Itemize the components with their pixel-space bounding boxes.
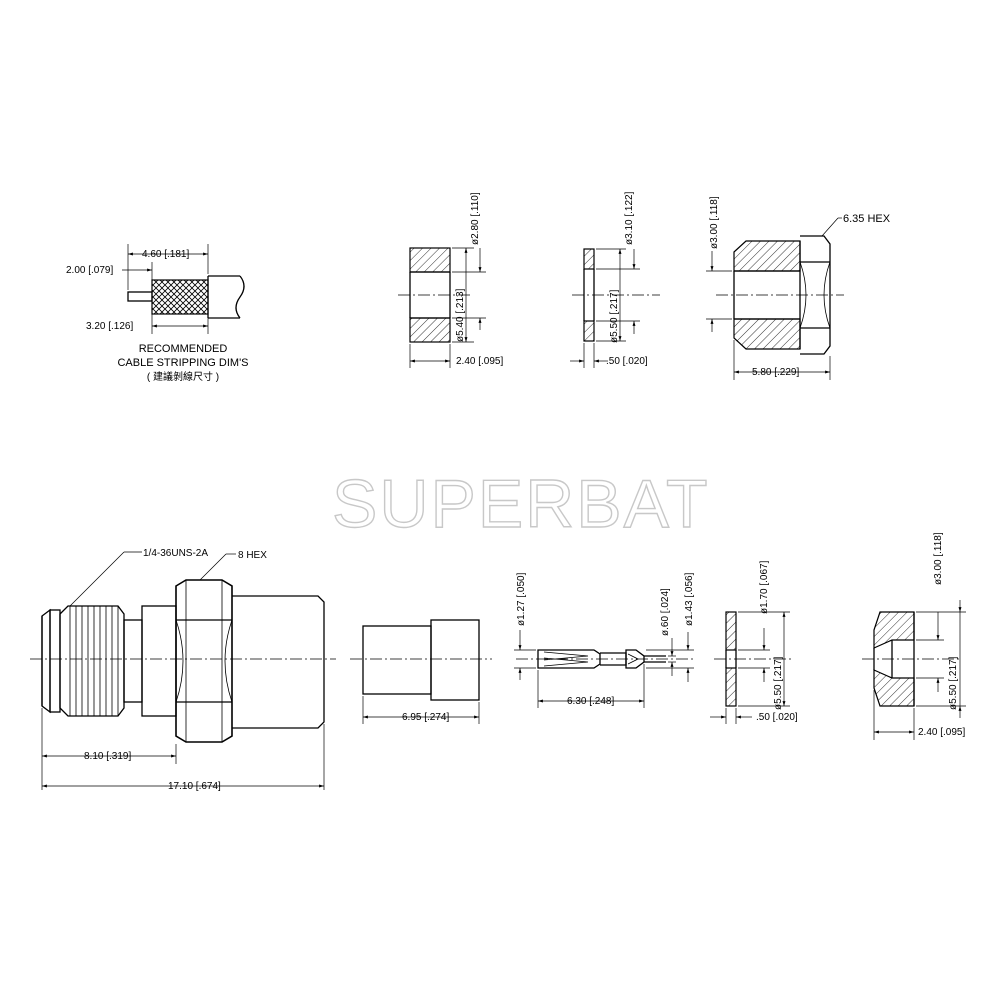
washer-top-dia-outer: ø5.50 [.217]	[609, 289, 620, 343]
insulator-dia-outer: ø5.50 [.217]	[948, 656, 959, 710]
body-dim-17-10: 17.10 [.674]	[168, 781, 221, 792]
thread-lines	[69, 606, 119, 716]
insulator-length: 2.40 [.095]	[918, 727, 965, 738]
strip-caption-1: RECOMMENDED	[139, 343, 228, 355]
strip-dim-3-20: 3.20 [.126]	[86, 321, 133, 332]
nut-hex-label: 6.35 HEX	[843, 213, 891, 225]
strip-dim-2-00: 2.00 [.079]	[66, 265, 113, 276]
nut-length: 5.80 [.229]	[752, 367, 799, 378]
insulator-dia-inner: ø3.00 [.118]	[933, 532, 944, 585]
washer-top-view: ø3.10 [.122] ø5.50 [.217] .50 [.020]	[570, 191, 660, 368]
pin-dia-1-43: ø1.43 [.056]	[684, 572, 695, 626]
ferrule-length: 2.40 [.095]	[456, 356, 503, 367]
sleeve-view: 6.95 [.274]	[350, 619, 492, 724]
strip-caption-2: CABLE STRIPPING DIM'S	[117, 357, 248, 369]
insulator-view: ø3.00 [.118] ø5.50 [.217] 2.40 [.095]	[862, 532, 966, 740]
body-dim-8-10: 8.10 [.319]	[84, 751, 131, 762]
ferrule-dia-outer: ø5.40 [.213]	[455, 288, 466, 342]
pin-length: 6.30 [.248]	[567, 696, 614, 707]
washer-bottom-view: ø1.70 [.067] ø5.50 [.217] .50 [.020]	[710, 560, 798, 724]
nut-dia-inner: ø3.00 [.118]	[709, 196, 720, 249]
strip-dim-4-60: 4.60 [.181]	[142, 249, 189, 260]
sleeve-length: 6.95 [.274]	[402, 712, 449, 723]
watermark: SUPERBAT	[332, 466, 709, 542]
ferrule-view: ø2.80 [.110] ø5.40 [.213] 2.40 [.095]	[398, 192, 503, 368]
washer-bottom-dia-outer: ø5.50 [.217]	[773, 656, 784, 710]
body-hex-label: 8 HEX	[238, 550, 267, 561]
body-thread-label: 1/4-36UNS-2A	[143, 548, 208, 559]
strip-caption-3: ( 建議剝線尺寸 )	[147, 370, 219, 383]
pin-dia-0-60: ø.60 [.024]	[660, 588, 671, 636]
cable-stripping-view: 4.60 [.181] 2.00 [.079] 3.20 [.126] RECO…	[66, 244, 249, 383]
nut-view: ø3.00 [.118] 6.35 HEX 5.80 [.229]	[706, 196, 891, 380]
connector-body-view: 1/4-36UNS-2A 8 HEX 8.10 [.319] 17.10 [.6…	[30, 548, 336, 792]
pin-dia-1-27: ø1.27 [.050]	[516, 572, 527, 626]
washer-top-dia-inner: ø3.10 [.122]	[624, 191, 635, 245]
ferrule-dia-inner: ø2.80 [.110]	[470, 192, 481, 245]
washer-bottom-thickness: .50 [.020]	[756, 712, 798, 723]
contact-pin-view: ø1.27 [.050] ø.60 [.024] ø1.43 [.056] 6.…	[514, 572, 696, 708]
washer-bottom-dia-inner: ø1.70 [.067]	[759, 560, 770, 614]
washer-top-thickness: .50 [.020]	[606, 356, 648, 367]
